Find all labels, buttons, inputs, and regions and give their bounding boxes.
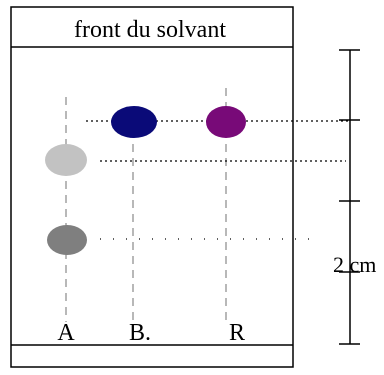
lane-r-label: R — [229, 320, 245, 346]
scale-bar — [339, 49, 360, 345]
plate-border — [10, 6, 294, 368]
spot-b — [111, 106, 157, 138]
spot-a-upper — [45, 144, 87, 176]
scale-label: 2 cm — [333, 252, 376, 277]
lane-a-label: A — [57, 320, 75, 346]
solvent-front-label: front du solvant — [74, 17, 226, 43]
spot-a-lower — [47, 225, 87, 255]
spot-r — [206, 106, 246, 138]
lane-b-label: B. — [129, 320, 151, 346]
